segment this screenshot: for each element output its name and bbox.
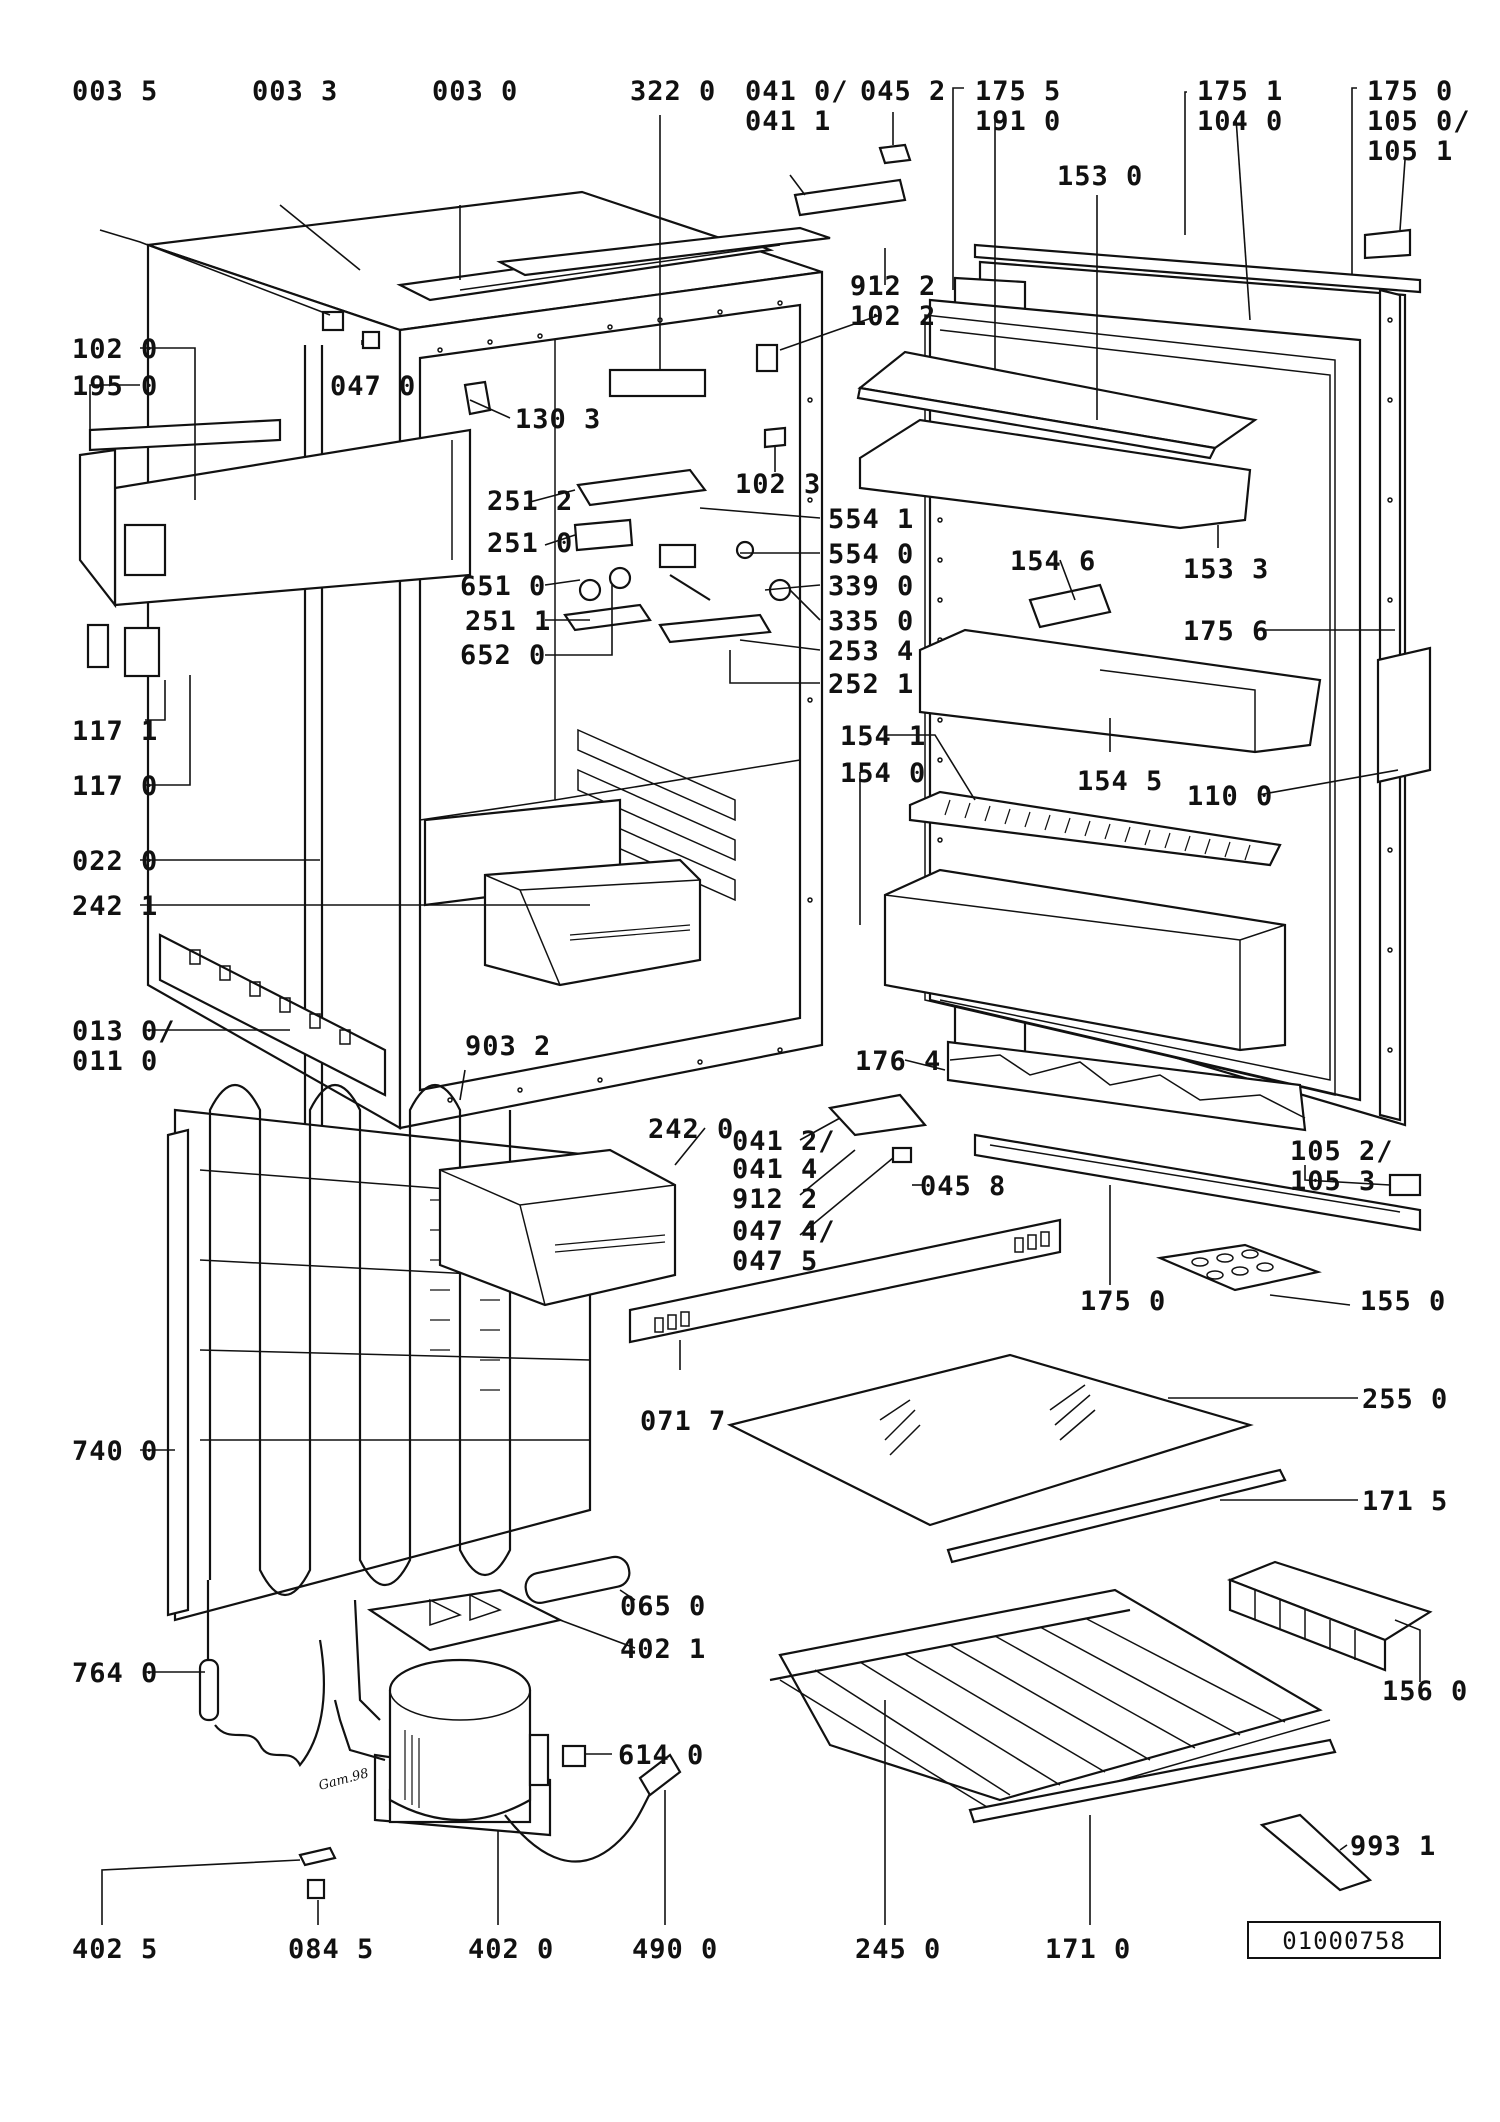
part-label: 117 0	[72, 771, 158, 802]
part-label: 156 0	[1382, 1676, 1468, 1707]
part-label: 339 0	[828, 571, 914, 602]
part-label: 195 0	[72, 371, 158, 402]
part-label: 175 1	[1197, 76, 1283, 107]
part-label: 740 0	[72, 1436, 158, 1467]
part-label: 102 0	[72, 334, 158, 365]
part-label: 764 0	[72, 1658, 158, 1689]
part-label: 154 6	[1010, 546, 1096, 577]
part-label: 253 4	[828, 636, 914, 667]
part-label: 154 5	[1077, 766, 1163, 797]
part-label: 251 1	[465, 606, 551, 637]
part-label: 171 0	[1045, 1934, 1131, 1965]
cabinet-body	[78, 190, 831, 1150]
part-label: 912 2	[732, 1184, 818, 1215]
part-label: 335 0	[828, 606, 914, 637]
part-label: 011 0	[72, 1046, 158, 1077]
part-label: 252 1	[828, 669, 914, 700]
part-label: 402 1	[620, 1634, 706, 1665]
part-label: 175 0	[1080, 1286, 1166, 1317]
part-label: 912 2	[850, 271, 936, 302]
part-label: 554 0	[828, 539, 914, 570]
part-label: 191 0	[975, 106, 1061, 137]
part-label: 554 1	[828, 504, 914, 535]
compressor: Gam.98	[298, 1555, 682, 1900]
part-label: 102 3	[735, 469, 821, 500]
part-label: 176 4	[855, 1046, 941, 1077]
part-label: 102 2	[850, 301, 936, 332]
part-label: 003 3	[252, 76, 338, 107]
part-label: 175 6	[1183, 616, 1269, 647]
part-label: 041 2/	[732, 1126, 836, 1157]
part-label: 117 1	[72, 716, 158, 747]
part-label: 003 0	[432, 76, 518, 107]
part-label: 110 0	[1187, 781, 1273, 812]
part-label: 104 0	[1197, 106, 1283, 137]
part-labels: 003 5 003 3 003 0 322 0 041 0/ 041 1 045…	[72, 76, 1471, 1965]
part-label: 153 0	[1057, 161, 1143, 192]
part-label: 652 0	[460, 640, 546, 671]
part-label: 155 0	[1360, 1286, 1446, 1317]
part-label: 322 0	[630, 76, 716, 107]
part-label: 153 3	[1183, 554, 1269, 585]
part-label: 045 8	[920, 1171, 1006, 1202]
door-assembly	[793, 143, 1432, 1292]
part-label: 041 4	[732, 1154, 818, 1185]
part-label: 154 0	[840, 758, 926, 789]
part-label: 105 0/	[1367, 106, 1471, 137]
part-label: 251 2	[487, 486, 573, 517]
part-label: 045 2	[860, 76, 946, 107]
part-label: 245 0	[855, 1934, 941, 1965]
signature-mark: Gam.98	[317, 1766, 370, 1794]
part-label: 175 5	[975, 76, 1061, 107]
drawing-number: 01000758	[1282, 1927, 1406, 1955]
part-label: 993 1	[1350, 1831, 1436, 1862]
part-label: 242 0	[648, 1114, 734, 1145]
part-label: 130 3	[515, 404, 601, 435]
part-label: 402 5	[72, 1934, 158, 1965]
part-label: 013 0/	[72, 1016, 176, 1047]
part-label: 071 7	[640, 1406, 726, 1437]
part-label: 255 0	[1362, 1384, 1448, 1415]
part-label: 105 1	[1367, 136, 1453, 167]
part-label: 041 0/	[745, 76, 849, 107]
part-label: 651 0	[460, 571, 546, 602]
part-label: 047 4/	[732, 1216, 836, 1247]
part-label: 242 1	[72, 891, 158, 922]
part-label: 154 1	[840, 721, 926, 752]
part-label: 041 1	[745, 106, 831, 137]
part-label: 171 5	[1362, 1486, 1448, 1517]
part-label: 251 0	[487, 528, 573, 559]
part-label: 003 5	[72, 76, 158, 107]
part-label: 105 3	[1290, 1166, 1376, 1197]
part-label: 022 0	[72, 846, 158, 877]
part-label: 047 0	[330, 371, 416, 402]
part-label: 490 0	[632, 1934, 718, 1965]
part-label: 047 5	[732, 1246, 818, 1277]
leader-lines	[89, 87, 1421, 1925]
part-label: 402 0	[468, 1934, 554, 1965]
drawing-number-box: 01000758	[1247, 1921, 1441, 1959]
condenser-coil	[166, 1083, 677, 1768]
part-label: 084 5	[288, 1934, 374, 1965]
part-label: 903 2	[465, 1031, 551, 1062]
part-label: 065 0	[620, 1591, 706, 1622]
part-label: 614 0	[618, 1740, 704, 1771]
shelves-and-trim	[628, 1218, 1433, 1892]
part-label: 175 0	[1367, 76, 1453, 107]
part-label: 105 2/	[1290, 1136, 1394, 1167]
